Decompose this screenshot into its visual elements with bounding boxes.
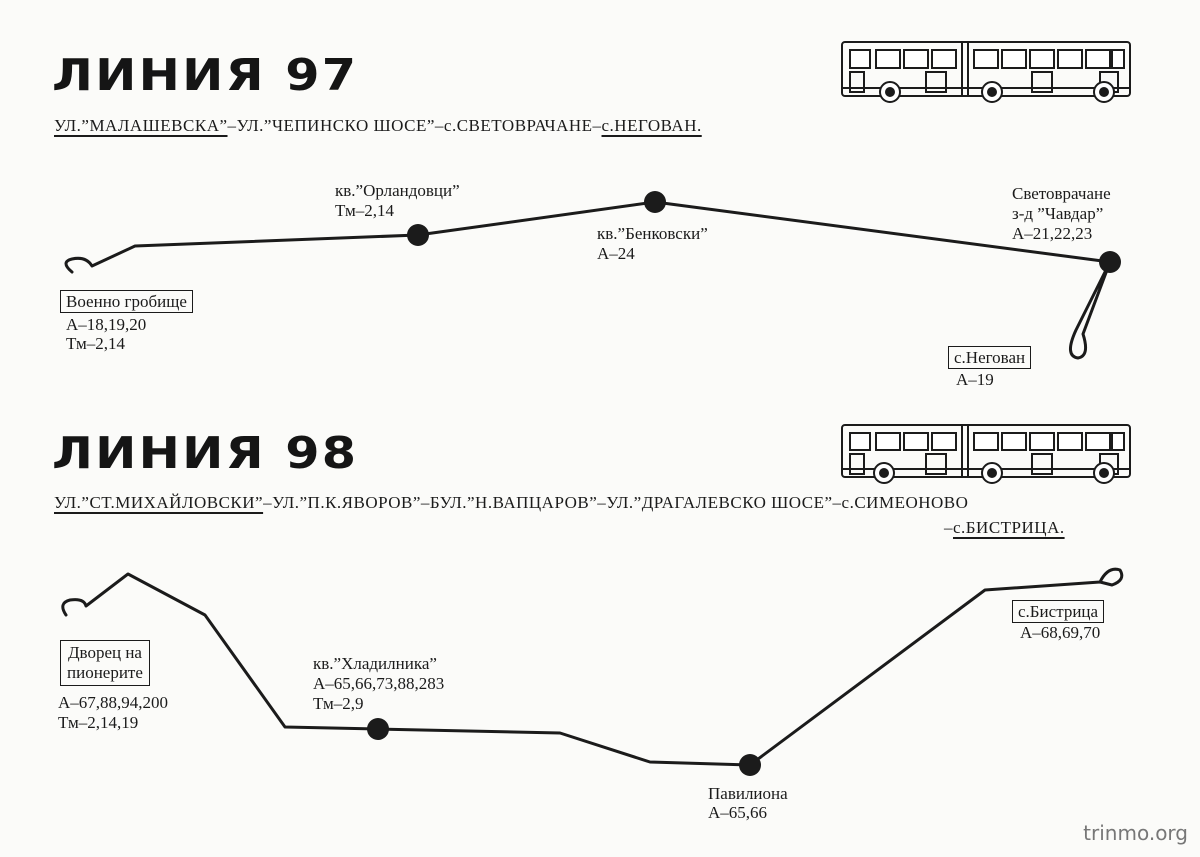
line98-route-middle: –УЛ.”П.К.ЯВОРОВ”–БУЛ.”Н.ВАПЦАРОВ”–УЛ.”ДР… — [263, 493, 969, 512]
line98-route-start: УЛ.”СТ.МИХАЙЛОВСКИ” — [54, 493, 264, 512]
stop-dvorets-lines-tram: Тм–2,14,19 — [58, 713, 139, 732]
stop-dvorets-lines-bus: А–67,88,94,200 — [58, 693, 169, 712]
stop-benkovski-lines-bus: А–24 — [597, 244, 635, 263]
stop-svetovrachane-factory: з-д ”Чавдар” — [1012, 204, 1104, 223]
watermark: trinmo.org — [1083, 821, 1188, 845]
line98-route-dash: – — [944, 518, 953, 537]
line98-route-end: с.БИСТРИЦА. — [953, 518, 1065, 537]
line98-title: ЛИНИЯ 98 — [52, 428, 359, 479]
stop-hladilnika-lines-tram: Тм–2,9 — [313, 694, 364, 713]
stop-orlandovtsi-marker — [407, 224, 429, 246]
line97-route-description: УЛ.”МАЛАШЕВСКА”–УЛ.”ЧЕПИНСКО ШОСЕ”–с.СВЕ… — [54, 116, 702, 136]
line98-route-description-line2: –с.БИСТРИЦА. — [944, 518, 1065, 538]
stop-svetovrachane-name: Световрачане — [1012, 184, 1111, 203]
line97-route-start: УЛ.”МАЛАШЕВСКА” — [54, 116, 228, 135]
stop-dvorets-name: Дворец на пионерите — [60, 640, 150, 686]
line97-route-end: с.НЕГОВАН. — [601, 116, 702, 135]
stop-dvorets-name-line1: Дворец на — [67, 643, 142, 662]
stop-bistritsa-name: с.Бистрица — [1012, 600, 1105, 623]
stop-pavilona-marker — [739, 754, 761, 776]
line98-route-description: УЛ.”СТ.МИХАЙЛОВСКИ”–УЛ.”П.К.ЯВОРОВ”–БУЛ.… — [54, 493, 968, 513]
line98-route-path — [61, 567, 1124, 767]
line97-route-middle: –УЛ.”ЧЕПИНСКО ШОСЕ”–с.СВЕТОВРАЧАНЕ– — [227, 116, 602, 135]
stop-voenno-name: Военно гробище — [60, 290, 193, 313]
line97-route-path — [64, 200, 1112, 360]
stop-pavilona-name: Павилиона — [708, 784, 788, 803]
bus-icon — [841, 41, 1131, 103]
stop-hladilnika-name: кв.”Хладилника” — [313, 654, 437, 673]
stop-pavilona-lines-bus: А–65,66 — [708, 803, 768, 822]
stop-voenno-lines-tram: Тм–2,14 — [66, 334, 125, 353]
line97-title: ЛИНИЯ 97 — [52, 50, 359, 101]
stop-benkovski-name: кв.”Бенковски” — [597, 224, 708, 243]
stop-svetovrachane-marker — [1099, 251, 1121, 273]
stop-benkovski-marker — [644, 191, 666, 213]
stop-dvorets-name-line2: пионерите — [67, 663, 143, 682]
stop-hladilnika-marker — [367, 718, 389, 740]
stop-bistritsa-lines-bus: А–68,69,70 — [1020, 623, 1101, 642]
stop-voenno-lines-bus: А–18,19,20 — [66, 315, 147, 334]
stop-orlandovtsi-lines-tram: Тм–2,14 — [335, 201, 394, 220]
stop-svetovrachane-lines-bus: А–21,22,23 — [1012, 224, 1093, 243]
bus-icon — [841, 424, 1131, 484]
stop-hladilnika-lines-bus: А–65,66,73,88,283 — [313, 674, 445, 693]
stop-negovan-lines-bus: А–19 — [956, 370, 994, 389]
stop-orlandovtsi-name: кв.”Орландовци” — [335, 181, 460, 200]
stop-negovan-name: с.Негован — [948, 346, 1032, 369]
